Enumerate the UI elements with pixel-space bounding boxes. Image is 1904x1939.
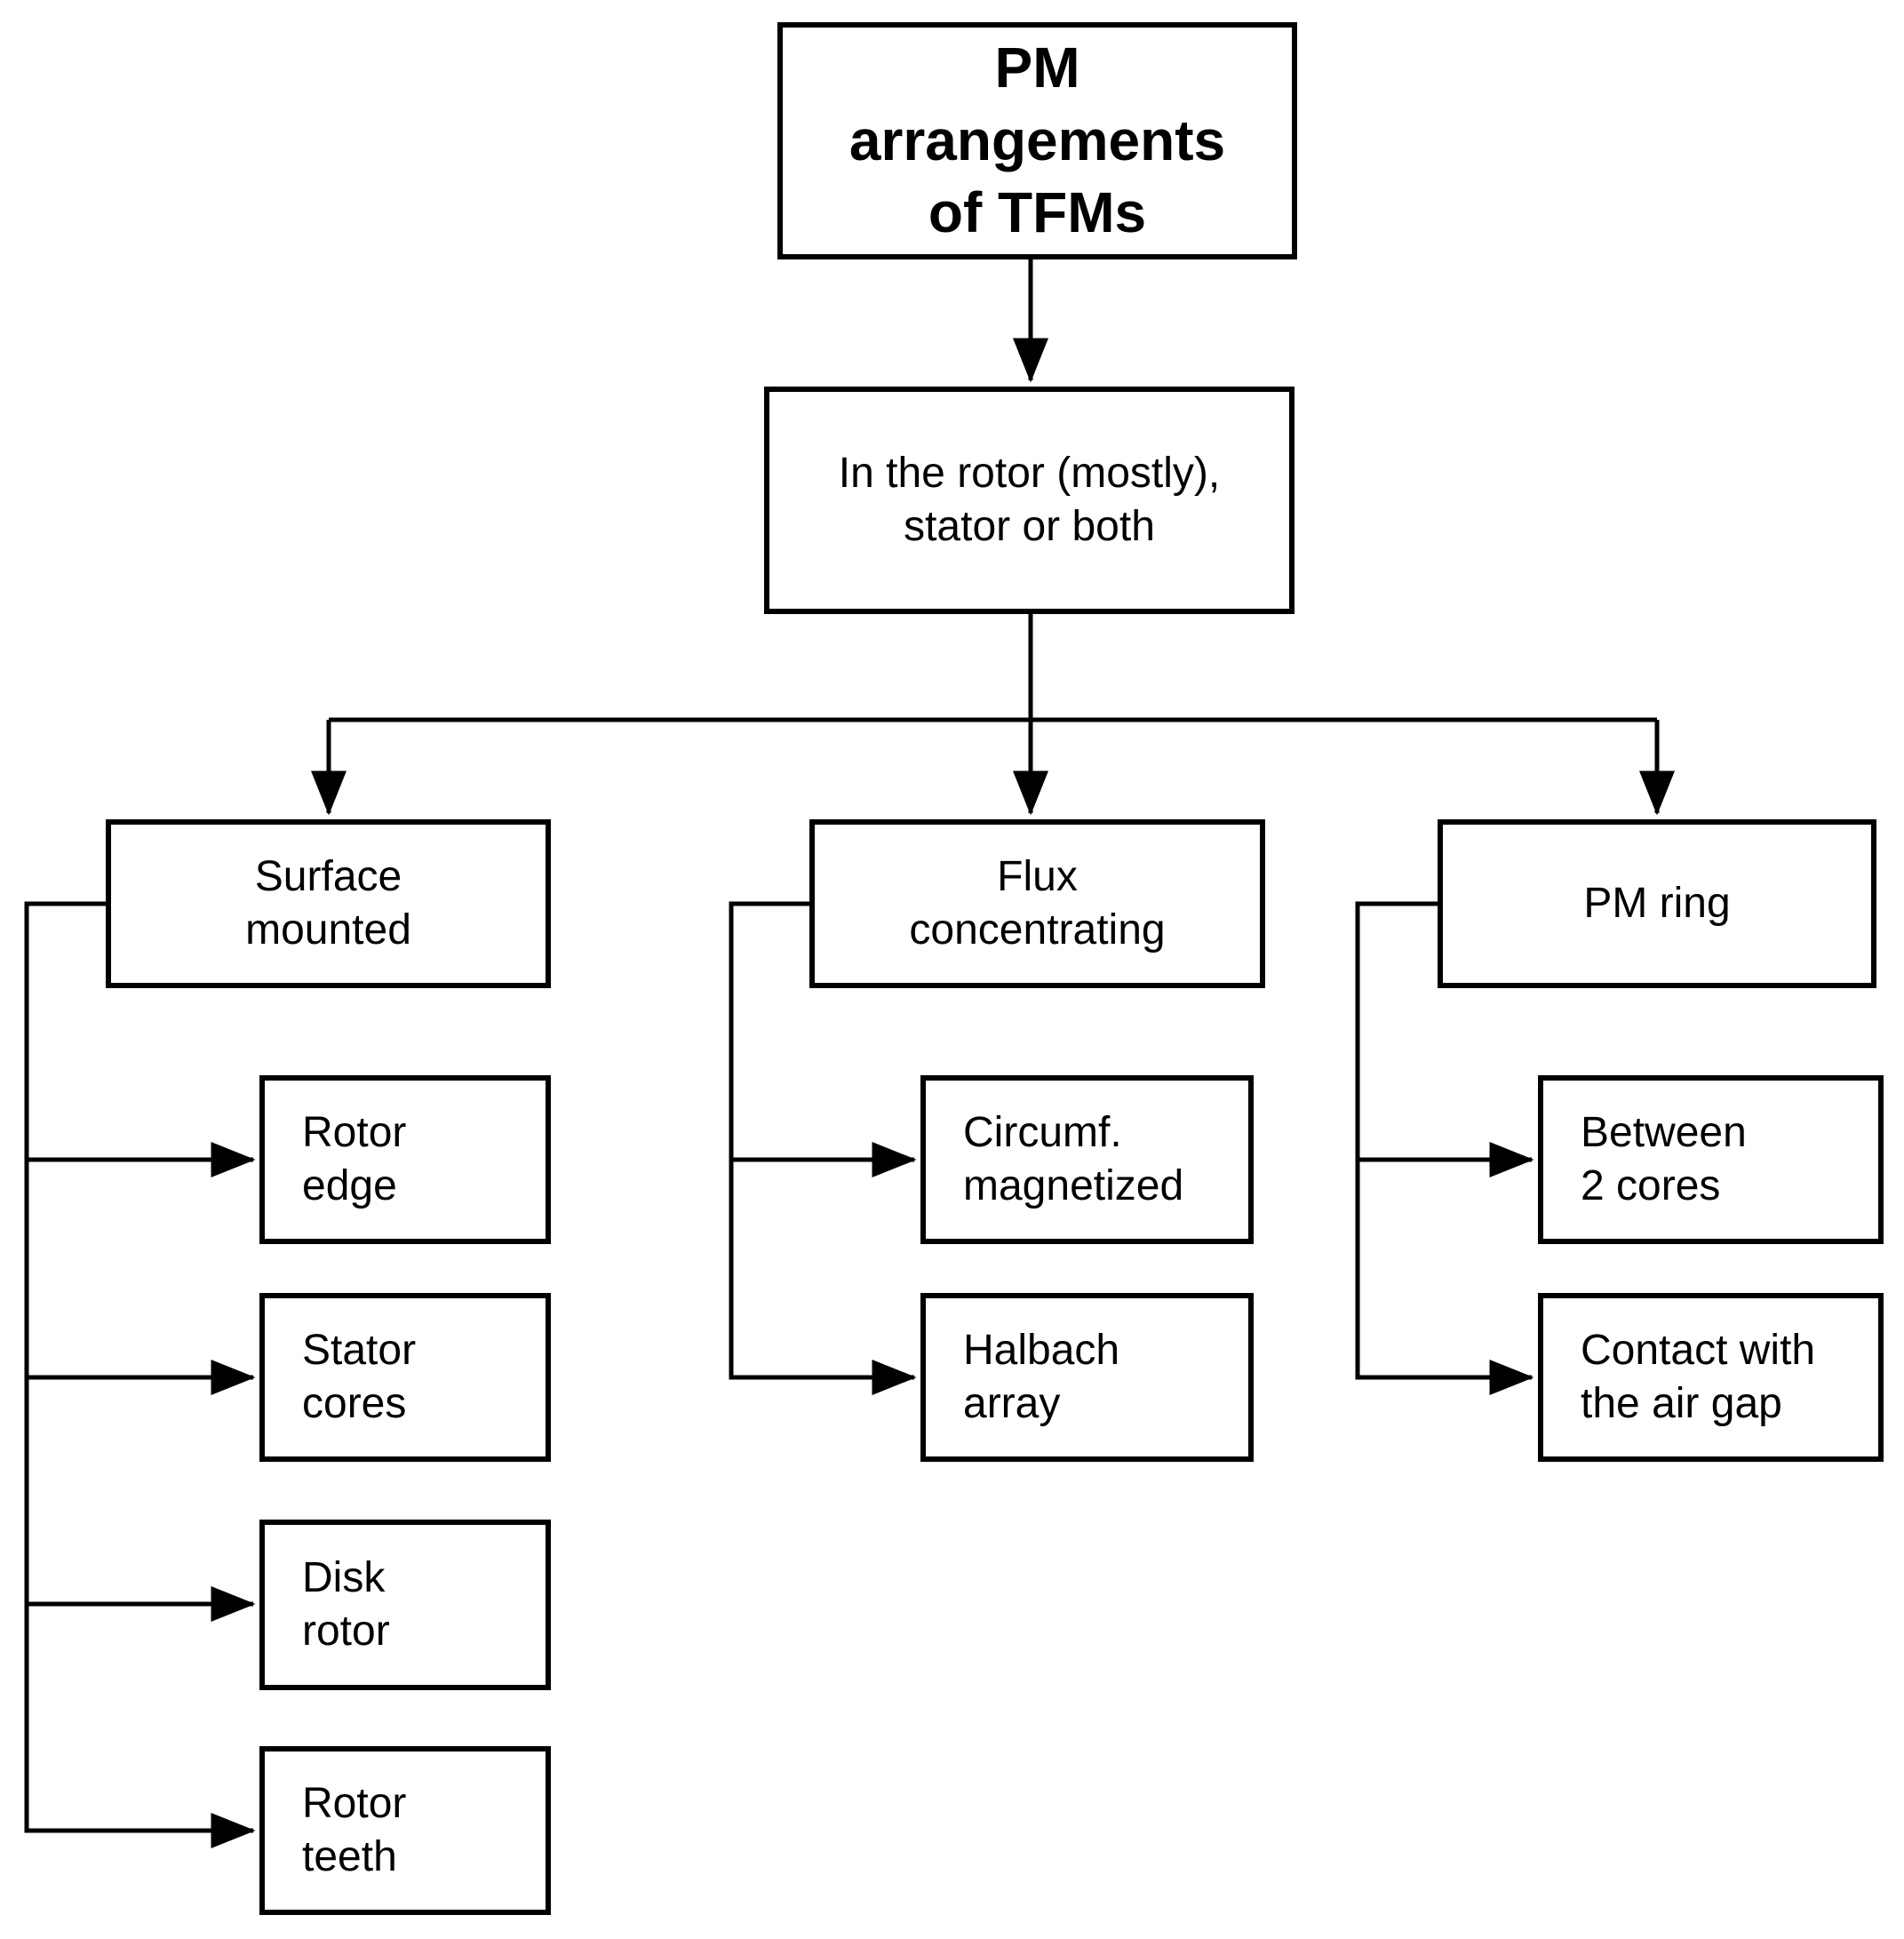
node-in-the-rotor-stator-or-both: In the rotor (mostly), stator or both [764,387,1295,614]
node-pm-arrangements-of-tfms: PM arrangements of TFMs [777,22,1297,259]
connector-surface-rail-to-rotor-teeth [24,901,256,1848]
node-flux-concentrating: Flux concentrating [809,819,1265,988]
connector-pmring-rail-to-contact [1355,901,1534,1395]
node-pm-ring: PM ring [1438,819,1876,988]
node-rotor-teeth: Rotor teeth [259,1746,551,1915]
node-contact-with-the-air-gap: Contact with the air gap [1538,1293,1884,1462]
node-disk-rotor: Disk rotor [259,1520,551,1690]
connector-flux-rail-to-halbach [729,901,917,1395]
node-stator-cores: Stator cores [259,1293,551,1462]
node-surface-mounted: Surface mounted [106,819,551,988]
node-halbach-array: Halbach array [920,1293,1254,1462]
node-circumf-magnetized: Circumf. magnetized [920,1075,1254,1244]
node-rotor-edge: Rotor edge [259,1075,551,1244]
node-between-2-cores: Between 2 cores [1538,1075,1884,1244]
